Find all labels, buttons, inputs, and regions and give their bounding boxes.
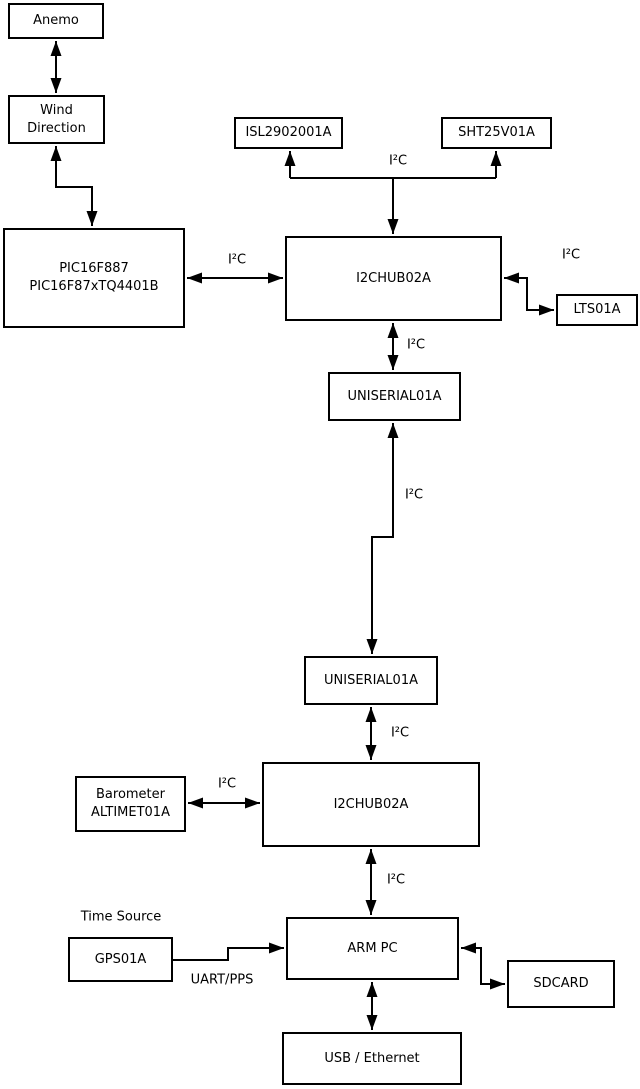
node-sht25v01a: SHT25V01A [441, 117, 552, 149]
node-anemo-label: Anemo [33, 13, 79, 29]
node-uniserial01a-1: UNISERIAL01A [328, 372, 461, 421]
edge-label-i2c-hub1-lts: I²C [561, 247, 581, 263]
node-i2chub02a-1: I2CHUB02A [285, 236, 502, 321]
node-wind-direction-label: Wind Direction [27, 102, 86, 136]
edge-uniserial1-uniserial2 [366, 423, 399, 654]
node-barometer-altimet01a: Barometer ALTIMET01A [75, 776, 186, 832]
node-arm-pc-label: ARM PC [347, 940, 398, 956]
node-i2chub02a-2: I2CHUB02A [262, 762, 480, 847]
node-sdcard: SDCARD [507, 960, 615, 1008]
edge-armpc-sdcard [461, 942, 505, 990]
edge-label-uart-pps: UART/PPS [190, 972, 254, 988]
edge-label-i2c-baro-hub2: I²C [217, 776, 237, 792]
node-uniserial01a-1-label: UNISERIAL01A [347, 388, 442, 404]
node-pic16f887-label: PIC16F887 PIC16F87xTQ4401B [29, 261, 159, 294]
edge-label-time-source: Time Source [80, 909, 162, 925]
node-sht25v01a-label: SHT25V01A [458, 125, 535, 141]
node-pic16f887: PIC16F887 PIC16F87xTQ4401B [3, 228, 185, 328]
node-uniserial01a-2: UNISERIAL01A [304, 656, 438, 705]
node-usb-ethernet-label: USB / Ethernet [324, 1050, 420, 1066]
node-wind-direction: Wind Direction [8, 95, 105, 144]
edge-label-i2c-uniserial-hub2: I²C [390, 725, 410, 741]
node-isl2902001a-label: ISL2902001A [245, 125, 332, 141]
node-barometer-altimet01a-label: Barometer ALTIMET01A [91, 787, 170, 820]
node-lts01a: LTS01A [556, 294, 638, 326]
node-arm-pc: ARM PC [286, 917, 459, 980]
edge-label-i2c-hub1-uniserial: I²C [406, 337, 426, 353]
node-i2chub02a-2-label: I2CHUB02A [333, 796, 409, 812]
node-anemo: Anemo [8, 3, 104, 39]
edge-label-i2c-pic-hub1: I²C [227, 252, 247, 268]
node-sdcard-label: SDCARD [533, 976, 589, 992]
node-lts01a-label: LTS01A [573, 302, 621, 318]
edge-hub1-lts [504, 272, 554, 316]
node-isl2902001a: ISL2902001A [234, 117, 343, 149]
node-gps01a-label: GPS01A [94, 951, 147, 967]
node-uniserial01a-2-label: UNISERIAL01A [324, 672, 418, 688]
edge-label-i2c-sensors-top: I²C [388, 153, 408, 169]
node-gps01a: GPS01A [68, 937, 173, 982]
node-usb-ethernet: USB / Ethernet [282, 1032, 462, 1085]
edge-label-i2c-hub2-armpc: I²C [386, 872, 406, 888]
node-i2chub02a-1-label: I2CHUB02A [356, 270, 431, 286]
edge-wind-pic [50, 146, 98, 226]
edge-gps-armpc [173, 942, 284, 961]
edge-label-i2c-uniserial-link: I²C [404, 487, 424, 503]
